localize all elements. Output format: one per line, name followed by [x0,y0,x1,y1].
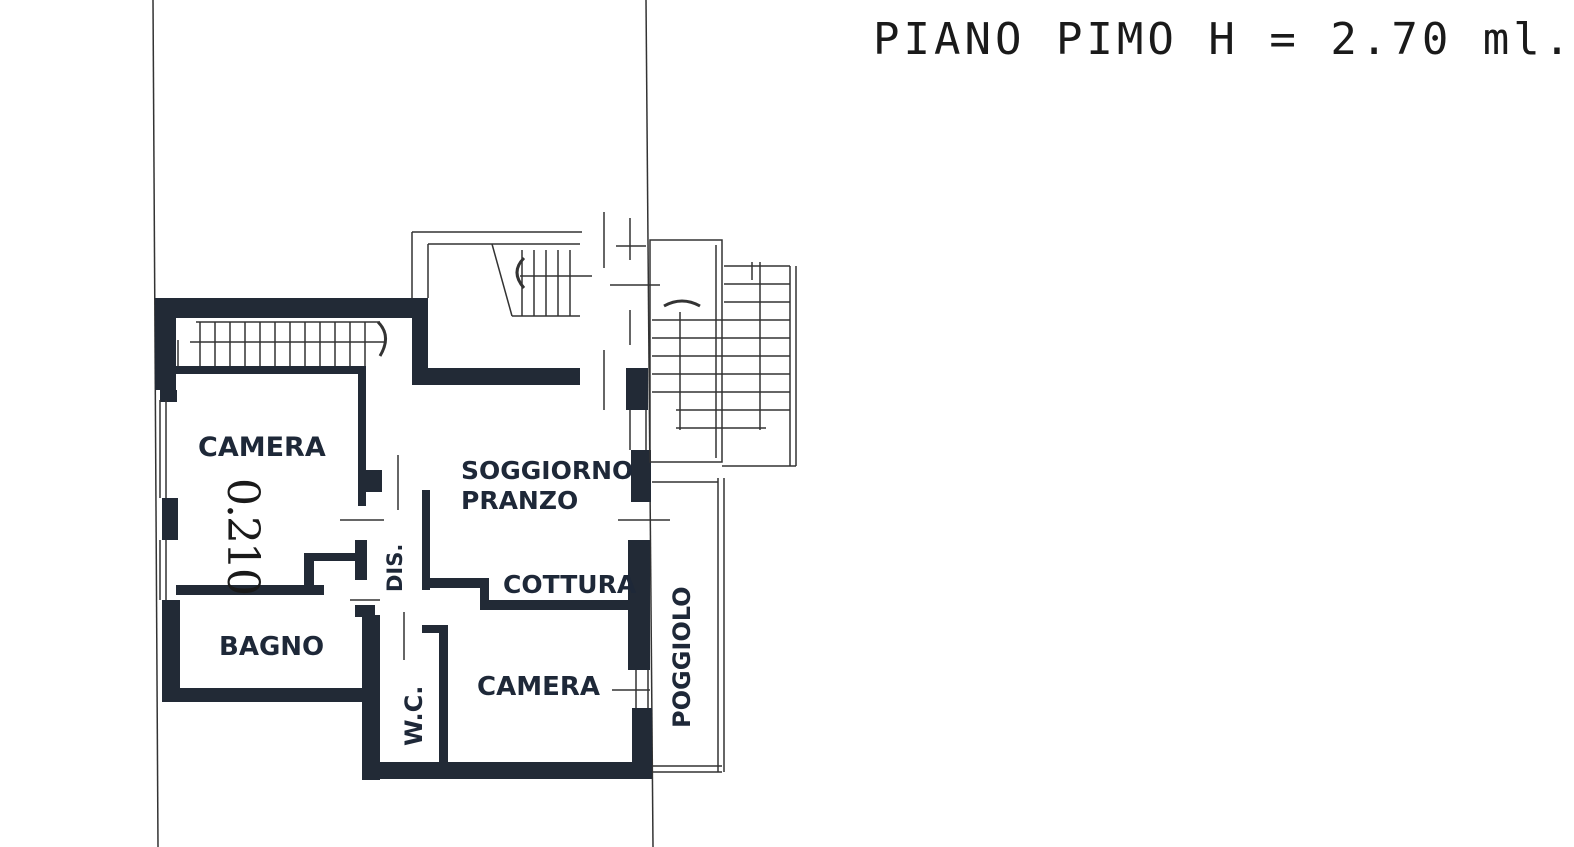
window-openings [159,400,670,708]
room-label-cottura: COTTURA [503,570,637,599]
internal-stair [177,320,387,366]
floor-plan-drawing [152,0,797,847]
room-label-soggiorno: SOGGIORNO [461,456,634,485]
balcony-outline [652,478,725,773]
room-label-wc: W.C. [400,685,428,746]
room-label-poggiolo: POGGIOLO [668,586,696,728]
external-stair [649,239,797,467]
room-label-dis: DIS. [383,543,407,592]
upper-stair [411,212,660,410]
room-label-bagno: BAGNO [219,632,325,662]
handwritten-number: 0.210 [217,478,268,594]
floor-title: PIANO PIMO H = 2.70 ml. [873,14,1574,65]
interior-walls [162,366,632,765]
room-label-camera-large: CAMERA [198,432,326,463]
room-label-camera-small: CAMERA [477,672,600,702]
floor-plan-canvas: PIANO PIMO H = 2.70 ml. CAMERA SOGGIORNO… [152,0,1571,847]
room-label-pranzo: PRANZO [461,486,579,515]
